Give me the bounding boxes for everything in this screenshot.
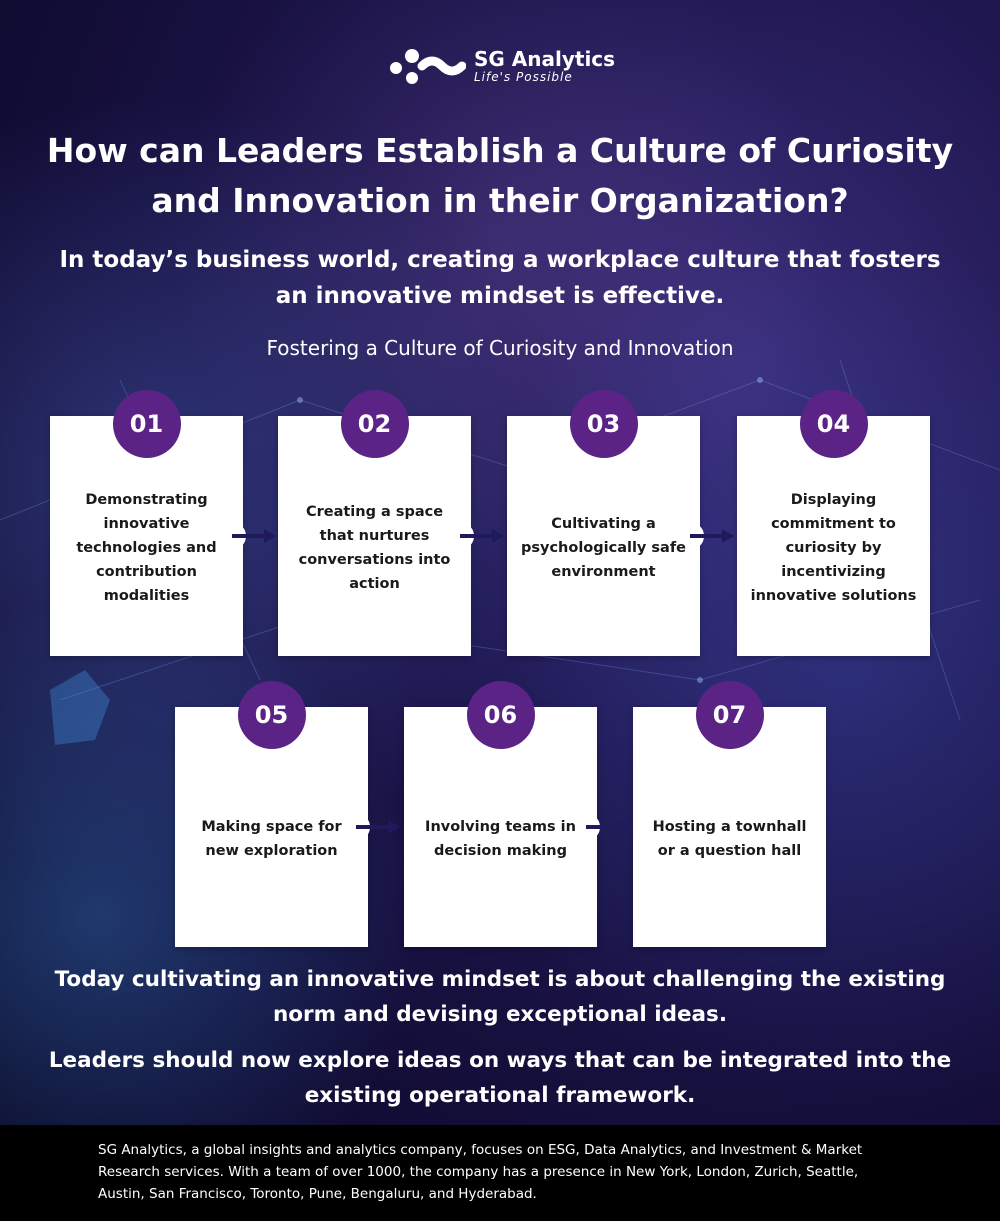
step-card-04: 04 Displaying commitment to curiosity by… <box>737 390 930 656</box>
footer-bar: SG Analytics, a global insights and anal… <box>0 1125 1000 1221</box>
step-card-01: 01 Demonstrating innovative technologies… <box>50 390 243 656</box>
page-subtitle: In today’s business world, creating a wo… <box>59 247 941 309</box>
step-text: Cultivating a psychologically safe envir… <box>520 516 686 580</box>
step-card-07: 07 Hosting a townhall or a question hall <box>633 681 826 947</box>
step-card-06: 06 Involving teams in decision making <box>404 681 597 947</box>
arrow-right-icon <box>454 524 504 548</box>
arrow-right-icon <box>350 815 400 839</box>
closing-statement-2: Leaders should now explore ideas on ways… <box>48 1048 952 1108</box>
step-card-03: 03 Cultivating a psychologically safe en… <box>507 390 700 656</box>
brand-tagline: Life's Possible <box>474 70 573 84</box>
step-number-badge: 02 <box>340 390 409 458</box>
step-number-badge: 06 <box>466 681 535 749</box>
step-number-badge: 03 <box>569 390 638 458</box>
step-number-badge: 07 <box>695 681 764 749</box>
arrow-right-icon <box>580 815 630 839</box>
step-text: Creating a space that nurtures conversat… <box>298 504 451 592</box>
step-text: Involving teams in decision making <box>425 819 576 859</box>
closing-statement-1: Today cultivating an innovative mindset … <box>54 967 946 1027</box>
footer-text: SG Analytics, a global insights and anal… <box>98 1142 863 1202</box>
step-card-05: 05 Making space for new exploration <box>175 681 368 947</box>
section-title: Fostering a Culture of Curiosity and Inn… <box>266 336 734 360</box>
step-number-badge: 05 <box>237 681 306 749</box>
sg-analytics-logo-icon <box>390 49 466 84</box>
step-card-02: 02 Creating a space that nurtures conver… <box>278 390 471 656</box>
step-text: Hosting a townhall or a question hall <box>652 819 807 859</box>
step-text: Making space for new exploration <box>201 819 342 859</box>
arrow-right-icon <box>220 522 276 550</box>
step-text: Demonstrating innovative technologies an… <box>76 492 217 604</box>
arrow-right-icon <box>684 524 734 548</box>
brand-logo: SG Analytics Life's Possible <box>388 44 615 88</box>
brand-text: SG Analytics Life's Possible <box>474 48 615 84</box>
step-number-badge: 01 <box>112 390 181 458</box>
page-title: How can Leaders Establish a Culture of C… <box>46 131 954 220</box>
step-text: Displaying commitment to curiosity by in… <box>750 492 917 604</box>
step-number-badge: 04 <box>799 390 868 458</box>
brand-name: SG Analytics <box>474 47 616 71</box>
